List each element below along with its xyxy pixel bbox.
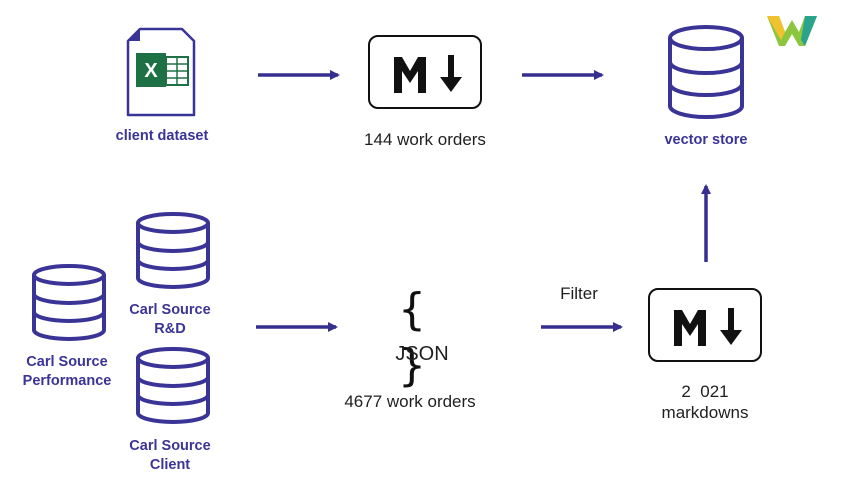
json-caption: 4677 work orders: [344, 392, 476, 411]
markdown-bottom-count: 2 021: [681, 382, 729, 401]
excel-file-icon: X: [126, 27, 196, 117]
carl-rd-label-line1: Carl Source: [129, 302, 211, 318]
carl-performance-label-line1: Carl Source: [26, 354, 108, 370]
svg-text:X: X: [144, 60, 158, 82]
carl-rd-database-icon: [136, 212, 210, 289]
markdown-icon: [394, 55, 462, 93]
markdown-top-caption: 144 work orders: [364, 130, 486, 149]
carl-performance-label: Carl Source Performance: [7, 353, 127, 391]
carl-performance-database-icon: [32, 264, 106, 341]
filter-edge-label: Filter: [560, 284, 598, 303]
markdown-bottom-label: markdowns: [661, 403, 749, 422]
carl-performance-label-line2: Performance: [22, 373, 112, 389]
markdown-bottom-node: [648, 288, 762, 362]
vector-store-label: vector store: [664, 132, 748, 148]
markdown-icon: [674, 308, 742, 346]
vector-store-database-icon: [668, 25, 744, 119]
carl-client-label-line1: Carl Source: [129, 438, 211, 454]
carl-client-label: Carl Source Client: [110, 437, 230, 475]
json-braces-icon: { }: [398, 284, 426, 391]
carl-rd-label-line2: R&D: [154, 321, 186, 337]
carl-client-label-line2: Client: [149, 457, 191, 473]
carl-rd-label: Carl Source R&D: [110, 301, 230, 339]
client-dataset-label: client dataset: [115, 128, 209, 144]
markdown-top-node: [368, 35, 482, 109]
carl-client-database-icon: [136, 347, 210, 424]
brand-logo-icon: [767, 16, 817, 46]
json-label: JSON: [395, 343, 449, 365]
